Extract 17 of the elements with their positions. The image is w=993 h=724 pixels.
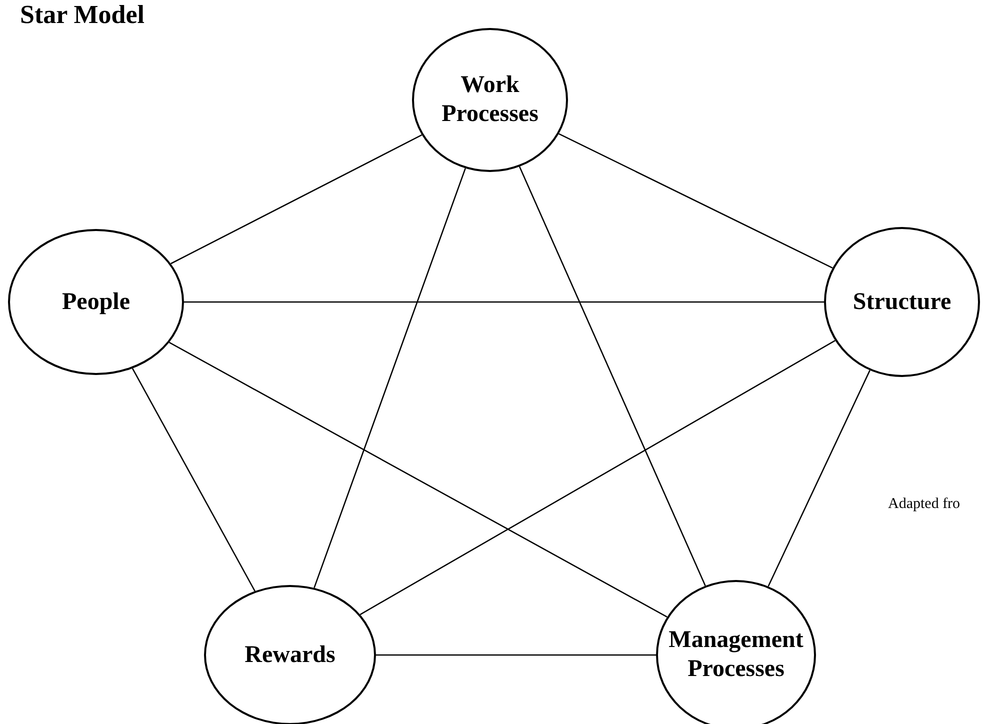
node-label: Structure bbox=[852, 288, 952, 317]
connector-line bbox=[132, 368, 256, 592]
connector-line bbox=[518, 166, 706, 586]
connector-line bbox=[314, 168, 466, 588]
node-label: People bbox=[61, 288, 131, 317]
connector-line bbox=[376, 654, 656, 656]
connector-line bbox=[360, 340, 836, 616]
connector-line bbox=[184, 301, 824, 303]
connector-line bbox=[558, 133, 833, 269]
node-label: Work Processes bbox=[440, 71, 540, 129]
node-label: Management Processes bbox=[668, 626, 804, 684]
connector-line bbox=[768, 370, 870, 587]
title: Star Model bbox=[20, 0, 144, 30]
connector-line bbox=[170, 134, 422, 264]
note: Adapted fro bbox=[888, 496, 960, 513]
connector-line bbox=[168, 342, 668, 618]
node-label: Rewards bbox=[244, 640, 336, 670]
